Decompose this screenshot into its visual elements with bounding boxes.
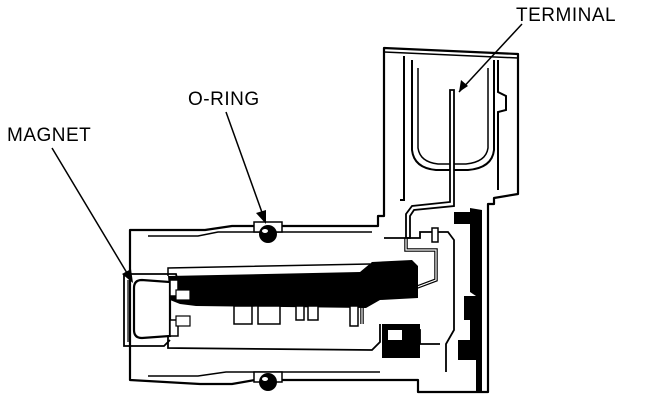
inner-bore (384, 231, 455, 372)
connector-inner-wall-left (400, 56, 405, 201)
o-ring-top (259, 225, 277, 243)
coil-lower-block (382, 324, 420, 358)
seal-block-lower (458, 340, 480, 360)
bobbin-tab-5 (349, 305, 359, 327)
o-ring-leader (225, 111, 266, 224)
magnet-plate-top (175, 289, 191, 301)
housing-inner-line (148, 231, 372, 237)
bobbin-tab-3 (295, 305, 305, 321)
housing-inner-line-bottom (148, 371, 380, 377)
magnet-clip-top (169, 279, 179, 297)
o-ring-bottom-highlight (262, 377, 268, 381)
coil-lower-cutout (388, 330, 402, 340)
terminal-tab (431, 227, 439, 243)
o-ring-bottom (259, 373, 277, 391)
terminal-leader (458, 23, 523, 93)
connector-top-line (383, 51, 519, 59)
connector-inner-wall-right (497, 60, 507, 190)
magnet-clip-bottom (169, 319, 179, 337)
seal-block-upper (454, 212, 474, 224)
coil-winding (168, 260, 418, 308)
terminal-label: TERMINAL (516, 5, 617, 26)
magnet-label: MAGNET (7, 125, 92, 146)
seal-block-mid (464, 296, 482, 320)
bobbin-tab-2 (257, 305, 281, 325)
o-ring-label: O-RING (188, 89, 260, 110)
magnet-block (132, 278, 172, 340)
o-ring-top-highlight (262, 229, 268, 233)
magnet-leader (51, 147, 133, 283)
bobbin-tab-4 (307, 305, 319, 321)
magnet-plate-bottom (175, 315, 191, 327)
bobbin-tab-1 (233, 305, 253, 325)
